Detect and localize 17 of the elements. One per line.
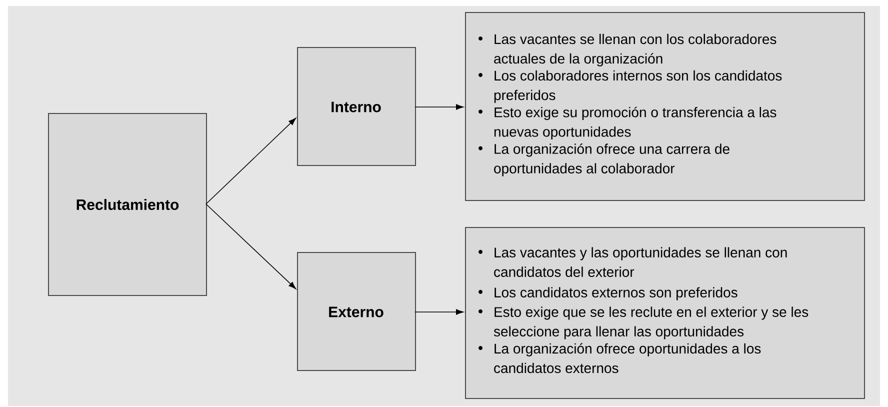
process-box: Reclutamiento — [48, 113, 207, 296]
bullet-item: Esto exige su promoción o transferencia a las nuevas oportunidades — [478, 106, 776, 140]
bullet-item: Las vacantes y las oportunidades se llenan con candidatos del exterior — [478, 247, 787, 277]
category-box: Externo — [297, 252, 416, 371]
bullet-item: La organización ofrece una carrera de oportunidades al colaborador — [478, 143, 730, 176]
bullet-item: Esto exige que se les reclute en el exterior y se les seleccione para llenar las oportunidades — [478, 306, 808, 340]
arrow — [206, 118, 296, 204]
bullet-list-box — [465, 12, 865, 201]
arrow — [414, 104, 464, 110]
arrow — [206, 204, 296, 290]
bullet-item: Los candidatos externos son preferidos — [478, 287, 738, 300]
bullet-item: Las vacantes se llenan con los colaboradores actuales de la organización — [478, 34, 776, 66]
arrow — [414, 309, 464, 315]
category-box: Interno — [297, 47, 416, 166]
bullet-item: La organización ofrece oportunidades a los candidatos externos — [478, 343, 761, 374]
bullet-item: Los colaboradores internos son los candidatos preferidos — [478, 70, 782, 103]
bullet-list-box — [465, 227, 865, 399]
